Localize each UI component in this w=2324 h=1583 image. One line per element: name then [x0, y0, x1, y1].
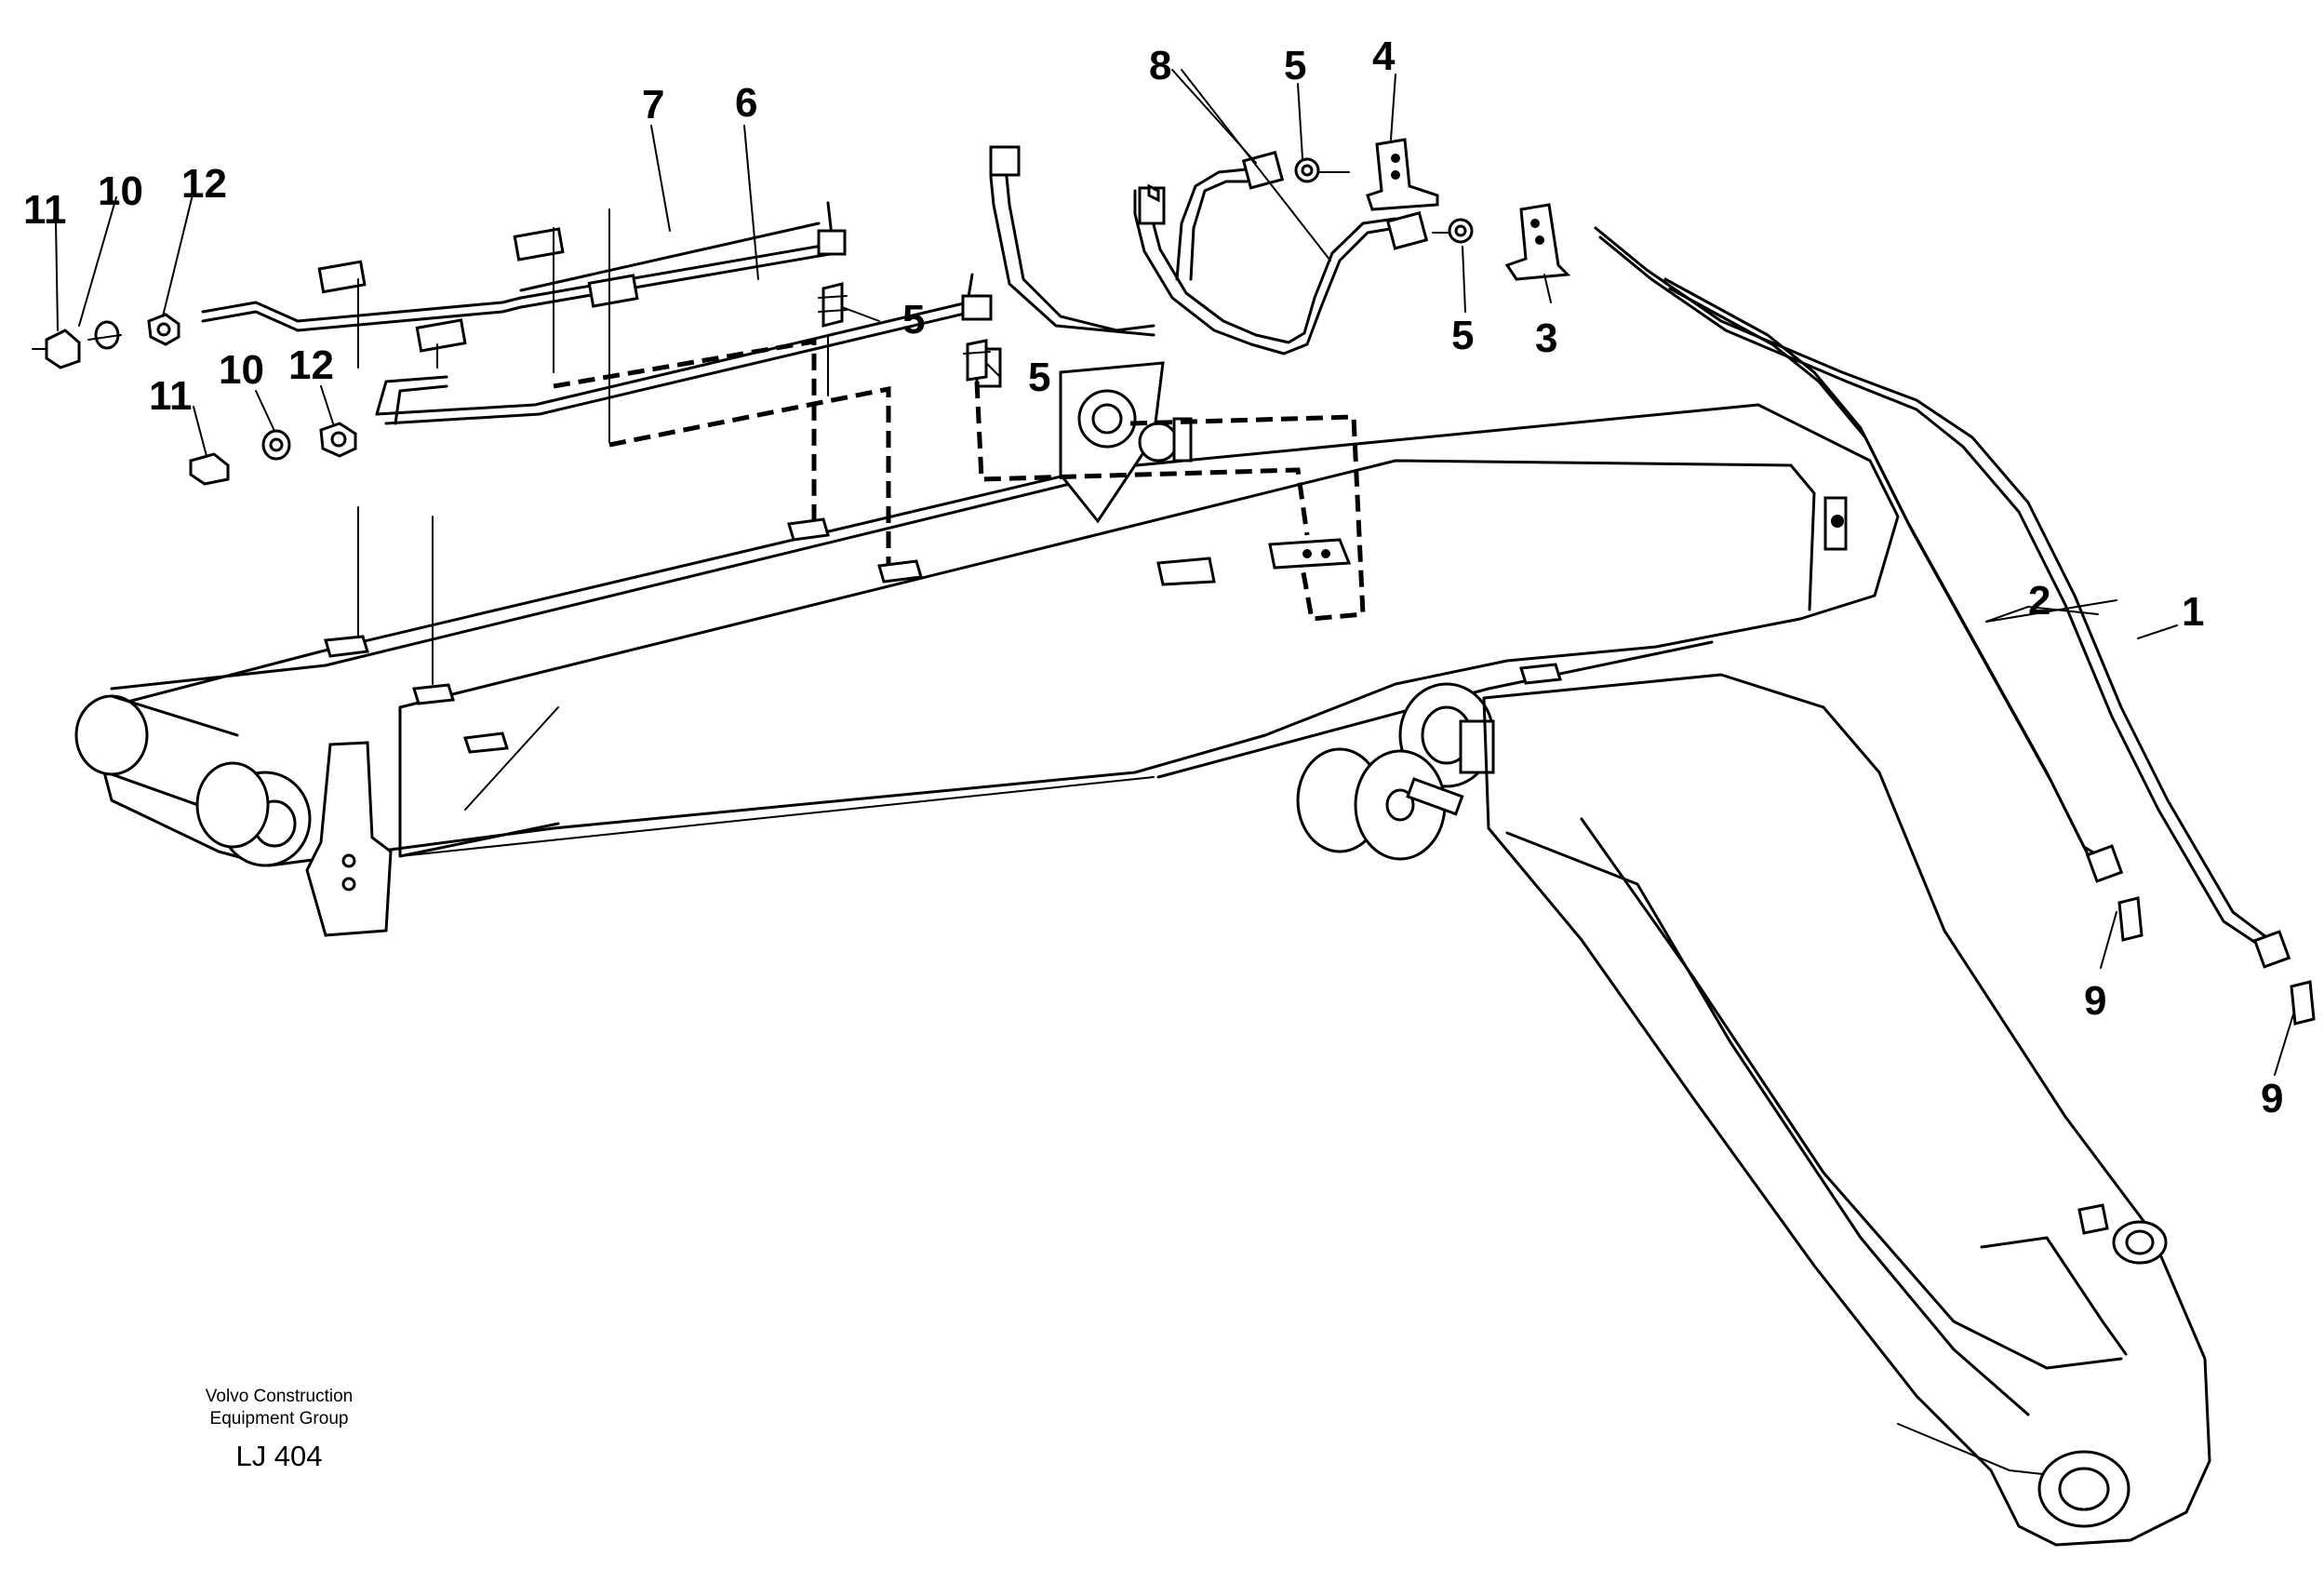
callout-6: 6	[735, 80, 757, 126]
callout-8: 8	[1149, 43, 1171, 88]
callout-10-top: 10	[98, 168, 143, 214]
callout-2: 2	[2028, 578, 2050, 624]
callout-12-top: 12	[181, 161, 227, 207]
pipe-group-right	[1594, 226, 2316, 1026]
credit-block: Volvo Construction Equipment Group LJ 40…	[206, 1387, 353, 1472]
fitting-5b	[963, 339, 991, 382]
hose-group	[1133, 151, 1462, 356]
callout-5-low: 5	[1028, 355, 1050, 400]
callout-7: 7	[642, 82, 664, 127]
stick-arm	[1482, 673, 2211, 1547]
drawing-code: LJ 404	[235, 1440, 322, 1472]
callout-5-mid: 5	[902, 297, 925, 342]
callout-9-right: 9	[2261, 1076, 2283, 1121]
callout-5-right: 5	[1451, 313, 1474, 358]
fitting-5d	[1448, 218, 1474, 244]
callout-10-bottom: 10	[219, 347, 264, 393]
credit-line-2: Equipment Group	[210, 1409, 349, 1429]
leader-lines	[55, 69, 2294, 1076]
credit-line-1: Volvo Construction	[206, 1387, 353, 1406]
callout-9-left: 9	[2084, 978, 2106, 1024]
callout-11-bottom: 11	[149, 373, 193, 419]
boom-arm	[74, 361, 1900, 937]
brackets	[1366, 138, 1571, 281]
callout-12-bottom: 12	[288, 342, 334, 388]
fitting-5c	[1294, 157, 1320, 183]
callout-1: 1	[2182, 589, 2204, 635]
callout-3: 3	[1535, 315, 1557, 361]
callout-5-top: 5	[1284, 43, 1306, 88]
fitting-5a	[818, 282, 848, 328]
callout-labels: 1 2 3 4 5 5 5 5 6 7 8 9 9 10 10 11 11 12…	[23, 34, 2283, 1121]
callout-11-top: 11	[23, 187, 67, 233]
fittings	[32, 157, 1474, 486]
pipe-group-left	[201, 145, 1366, 685]
callout-4: 4	[1372, 34, 1396, 79]
